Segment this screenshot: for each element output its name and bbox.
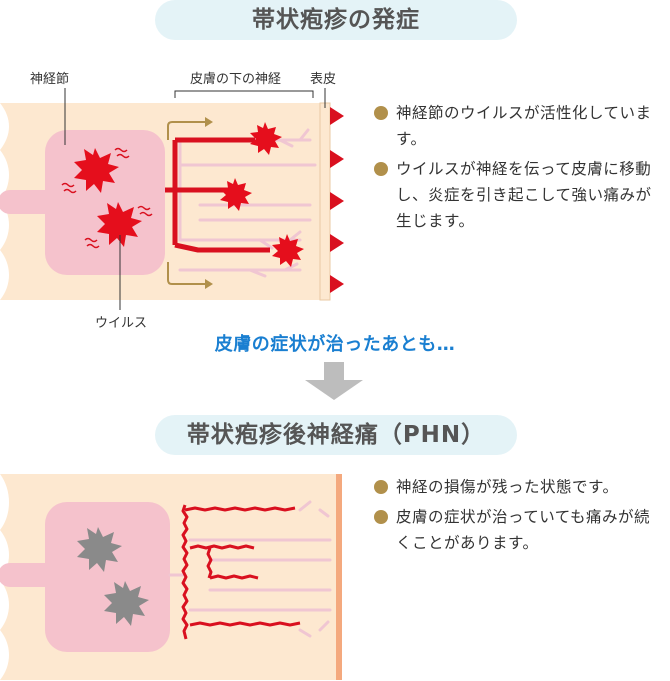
bullet-item: ウイルスが神経を伝って皮膚に移動し、炎症を引き起こして強い痛みが生じます。 <box>374 156 664 234</box>
down-arrow <box>305 362 363 400</box>
bullet-dot <box>374 510 388 524</box>
virus-top <box>74 122 304 267</box>
dormant-virus-2 <box>104 581 149 626</box>
top-diagram: 神経節 皮膚の下の神経 表皮 ウイルス <box>0 71 344 331</box>
bullet-item: 神経節のウイルスが活性化しています。 <box>374 100 664 152</box>
bullets-phn: 神経の損傷が残った状態です。 皮膚の症状が治っていても痛みが続くことがあります。 <box>374 474 664 560</box>
transition-text: 皮膚の症状が治ったあとも… <box>214 334 456 355</box>
label-nerve-under-skin: 皮膚の下の神経 <box>190 71 281 87</box>
triangle-5 <box>330 275 344 293</box>
bullet-item: 皮膚の症状が治っていても痛みが続くことがあります。 <box>374 504 664 556</box>
gold-arrows <box>167 117 213 289</box>
virus-burst-5 <box>272 234 304 267</box>
inflammation-triangles <box>330 107 344 293</box>
red-nerves-top <box>165 137 270 253</box>
damaged-branch-3 <box>206 547 213 579</box>
damaged-branch-2 <box>189 544 255 550</box>
bullet-dot <box>374 480 388 494</box>
label-virus: ウイルス <box>95 316 147 331</box>
arrow-down <box>167 262 205 285</box>
damaged-branch-5 <box>189 621 301 627</box>
pink-nerves-bottom <box>168 500 332 638</box>
triangle-4 <box>330 234 344 252</box>
virus-burst-2 <box>97 202 142 247</box>
ganglion-bottom <box>45 502 170 652</box>
epidermis-stripe-bottom <box>336 474 342 680</box>
triangle-2 <box>330 150 344 168</box>
label-epidermis: 表皮 <box>310 72 336 87</box>
bullet-dot <box>374 162 388 176</box>
virus-bottom <box>77 527 149 626</box>
bullets-onset: 神経節のウイルスが活性化しています。 ウイルスが神経を伝って皮膚に移動し、炎症を… <box>374 100 664 238</box>
arrow-up <box>167 121 205 140</box>
bullet-dot <box>374 106 388 120</box>
bracket-nerve <box>174 90 314 98</box>
virus-burst-4 <box>220 178 252 211</box>
damaged-branch-4 <box>209 574 259 580</box>
virus-burst-1 <box>74 148 119 193</box>
ganglion-top <box>45 130 165 275</box>
dormant-virus-1 <box>77 527 122 572</box>
virus-burst-3 <box>250 122 282 155</box>
epidermis-stripe-top <box>319 102 331 301</box>
damaged-branch-1 <box>184 506 296 512</box>
title-onset: 帯状疱疹の発症 <box>155 0 517 40</box>
label-ganglion: 神経節 <box>30 72 69 87</box>
title-phn: 帯状疱疹後神経痛（PHN） <box>155 415 517 455</box>
triangle-1 <box>330 107 344 125</box>
damaged-trunk <box>181 504 189 640</box>
bullet-item: 神経の損傷が残った状態です。 <box>374 474 664 500</box>
pain-squiggles <box>61 147 153 249</box>
triangle-3 <box>330 192 344 210</box>
bottom-diagram <box>0 474 342 680</box>
damaged-nerves <box>181 504 301 640</box>
